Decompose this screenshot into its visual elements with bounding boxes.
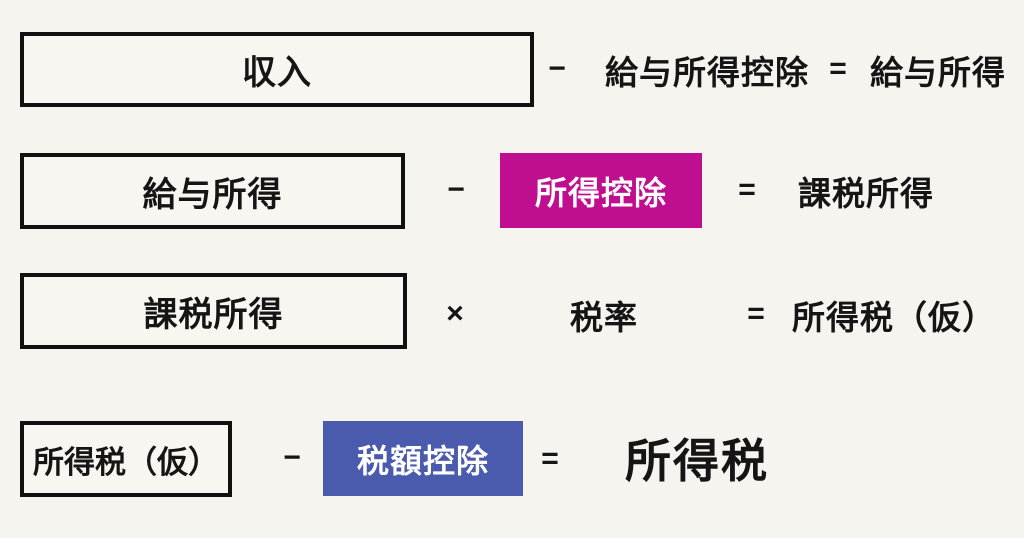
multiply-operator-row3: × bbox=[446, 297, 464, 330]
taxable-income-box: 課税所得 bbox=[20, 273, 407, 349]
equals-operator-row2: = bbox=[738, 173, 756, 206]
salary-income-box: 給与所得 bbox=[20, 153, 405, 229]
provisional-income-tax-result-label: 所得税（仮） bbox=[792, 299, 996, 336]
equals-operator-row3: = bbox=[747, 297, 765, 330]
income-box-label: 収入 bbox=[242, 54, 312, 92]
salary-income-box-label: 給与所得 bbox=[142, 175, 283, 214]
tax-credit-label: 税額控除 bbox=[356, 442, 489, 479]
taxable-income-box-label: 課税所得 bbox=[143, 295, 284, 334]
salary-income-deduction-label: 給与所得控除 bbox=[605, 54, 809, 91]
taxable-income-result-label: 課税所得 bbox=[798, 175, 934, 212]
minus-operator-row1: − bbox=[548, 52, 566, 85]
income-deduction-label: 所得控除 bbox=[534, 174, 667, 211]
equals-operator-row1: = bbox=[829, 52, 847, 85]
income-box: 収入 bbox=[20, 32, 534, 107]
minus-operator-row4: − bbox=[283, 441, 301, 474]
tax-credit-highlight-box: 税額控除 bbox=[323, 421, 523, 496]
minus-operator-row2: − bbox=[447, 173, 465, 206]
equals-operator-row4: = bbox=[541, 442, 559, 475]
provisional-income-tax-box: 所得税（仮） bbox=[20, 421, 232, 497]
provisional-income-tax-box-label: 所得税（仮） bbox=[33, 444, 219, 480]
tax-rate-label: 税率 bbox=[570, 299, 638, 336]
salary-income-result-label: 給与所得 bbox=[870, 54, 1006, 91]
income-deduction-highlight-box: 所得控除 bbox=[500, 153, 702, 228]
income-tax-result-label: 所得税 bbox=[625, 435, 769, 487]
